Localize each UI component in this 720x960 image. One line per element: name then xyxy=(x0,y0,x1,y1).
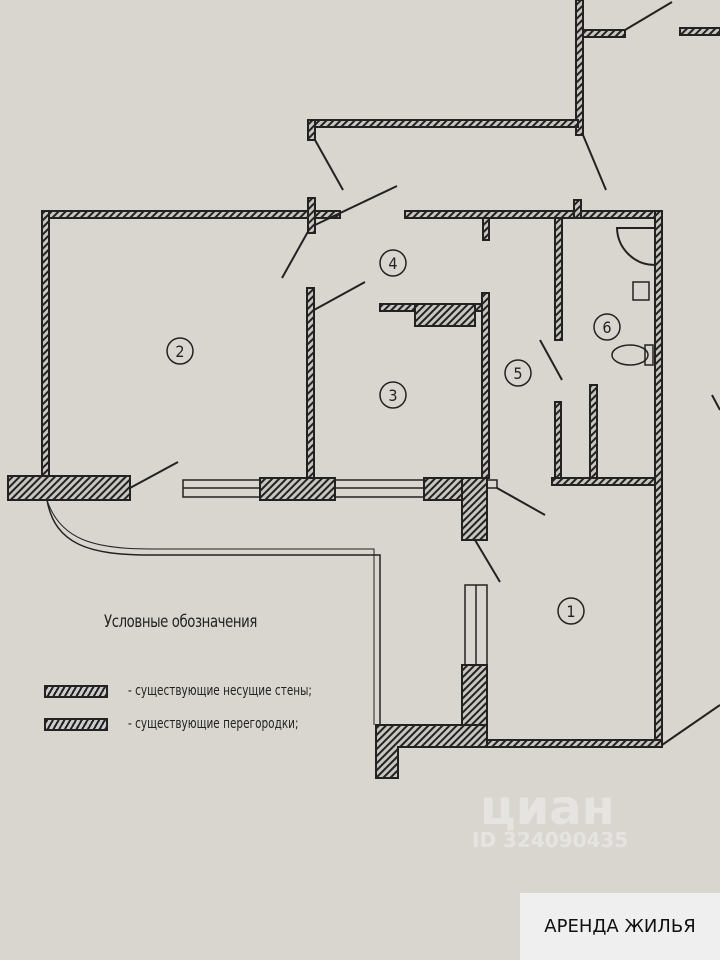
room-marker-4: 4 xyxy=(379,249,407,277)
room-marker-1: 1 xyxy=(557,597,585,625)
walls xyxy=(7,0,720,779)
legend-swatch xyxy=(44,717,108,731)
legend-title: Условные обозначения xyxy=(104,612,258,632)
room-number: 2 xyxy=(175,342,184,361)
legend-swatch xyxy=(44,684,108,698)
room-number: 5 xyxy=(513,364,522,383)
room-number: 3 xyxy=(388,386,397,405)
room-number: 4 xyxy=(388,254,397,273)
room-marker-5: 5 xyxy=(504,359,532,387)
badge-label: АРЕНДА ЖИЛЬЯ xyxy=(544,916,696,937)
room-marker-3: 3 xyxy=(379,381,407,409)
watermark-brand: циан xyxy=(480,780,615,836)
room-markers: 1 2 3 4 5 6 xyxy=(166,249,621,625)
bathroom-fixtures xyxy=(611,281,654,366)
watermark: циан ID 324090435 xyxy=(440,780,628,852)
room-marker-6: 6 xyxy=(593,313,621,341)
legend-label: - существующие несущие стены; xyxy=(128,683,312,699)
windows-and-lines xyxy=(46,479,498,725)
watermark-id: ID 324090435 xyxy=(472,828,629,852)
legend-item-partitions: - существующие перегородки; xyxy=(44,716,355,732)
listing-type-badge: АРЕНДА ЖИЛЬЯ xyxy=(520,893,720,960)
room-number: 6 xyxy=(602,318,611,337)
toilet-icon xyxy=(611,344,649,366)
sink-icon xyxy=(632,281,650,301)
legend-item-bearing-walls: - существующие несущие стены; xyxy=(44,683,373,699)
room-marker-2: 2 xyxy=(166,337,194,365)
doors xyxy=(129,1,720,746)
room-number: 1 xyxy=(566,602,575,621)
legend-label: - существующие перегородки; xyxy=(128,716,299,732)
